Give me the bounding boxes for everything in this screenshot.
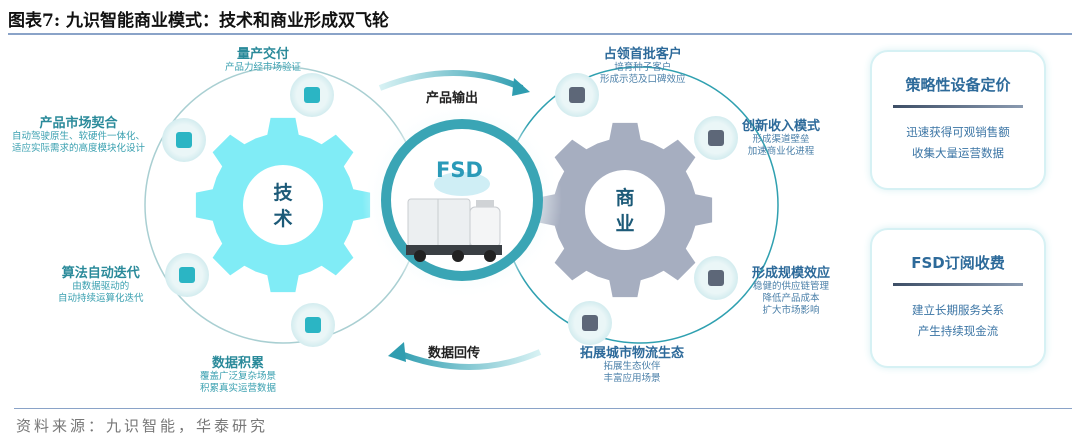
node-desc: 形成示范及口碑效应 <box>600 74 686 85</box>
node-title: 量产交付 <box>237 47 290 62</box>
node-desc: 由数据驱动的 <box>72 281 130 292</box>
node-desc: 降低产品成本 <box>762 293 820 304</box>
business-node: 形成规模效应稳健的供应链管理降低产品成本扩大市场影响 <box>752 262 830 317</box>
product-output-arrow <box>378 70 524 91</box>
source-note: 资料来源：九识智能，华泰研究 <box>16 417 269 435</box>
network-icon-glyph <box>179 267 195 283</box>
data-return-arrow <box>394 349 542 370</box>
tech-gear-label: 技术 <box>273 182 293 230</box>
business-node: 占领首批客户培育种子客户形成示范及口碑效应 <box>600 43 686 86</box>
pie-chart-icon-glyph <box>708 130 724 146</box>
node-title: 算法自动迭代 <box>61 266 140 281</box>
card-fsd-subscription: FSD订阅收费 建立长期服务关系产生持续现金流 <box>870 228 1046 368</box>
node-desc: 产品力经市场验证 <box>225 62 302 73</box>
fsd-cloud <box>434 172 490 196</box>
node-desc: 形成渠道壁垒 <box>752 134 810 145</box>
delivery-van-icon <box>406 198 502 262</box>
tech-node: 算法自动迭代由数据驱动的自动持续运算化迭代 <box>58 262 144 305</box>
node-title: 拓展城市物流生态 <box>580 346 685 361</box>
handshake-icon-glyph <box>582 315 598 331</box>
title-divider <box>8 33 1072 35</box>
data-return-label: 数据回传 <box>428 346 481 361</box>
users-icon-glyph <box>569 87 585 103</box>
node-desc: 扩大市场影响 <box>762 305 820 316</box>
business-gear-hub <box>585 170 665 250</box>
node-title: 创新收入模式 <box>742 119 821 134</box>
business-gear-label: 商业 <box>615 187 635 235</box>
node-desc: 适应实际需求的高度模块化设计 <box>12 143 146 154</box>
tech-node: 量产交付产品力经市场验证 <box>225 43 301 74</box>
business-node: 拓展城市物流生态拓展生态伙伴丰富应用场景 <box>580 342 684 385</box>
card-device-pricing: 策略性设备定价 迅速获得可观销售额收集大量运营数据 <box>870 50 1046 190</box>
tech-node: 数据积累覆盖广泛复杂场景积累真实运营数据 <box>200 352 276 395</box>
fsd-label: FSD <box>436 158 483 182</box>
node-desc: 覆盖广泛复杂场景 <box>200 371 277 382</box>
node-title: 形成规模效应 <box>752 266 831 281</box>
hand-box-icon-glyph <box>304 87 320 103</box>
node-title: 产品市场契合 <box>39 116 118 131</box>
node-desc: 加速商业化进程 <box>747 146 815 157</box>
node-desc: 丰富应用场景 <box>603 373 661 384</box>
figure-title: 图表7: 九识智能商业模式：技术和商业形成双飞轮 <box>8 11 390 31</box>
node-desc: 积累真实运营数据 <box>200 383 277 394</box>
node-title: 占领首批客户 <box>603 47 682 62</box>
footer-divider <box>14 408 1072 409</box>
business-node: 创新收入模式形成渠道壁垒加速商业化进程 <box>742 115 820 158</box>
tech-node: 产品市场契合自动驾驶原生、软硬件一体化、适应实际需求的高度模块化设计 <box>12 112 145 155</box>
node-desc: 培育种子客户 <box>614 62 672 73</box>
node-title: 数据积累 <box>212 356 265 371</box>
node-desc: 拓展生态伙伴 <box>603 361 661 372</box>
database-icon-glyph <box>305 317 321 333</box>
tech-gear-hub <box>243 165 323 245</box>
growth-arrows-icon-glyph <box>708 270 724 286</box>
product-output-label: 产品输出 <box>426 91 479 106</box>
node-desc: 稳健的供应链管理 <box>753 281 830 292</box>
node-desc: 自动持续运算化迭代 <box>58 293 144 304</box>
checklist-icon-glyph <box>176 132 192 148</box>
node-desc: 自动驾驶原生、软硬件一体化、 <box>12 131 146 142</box>
